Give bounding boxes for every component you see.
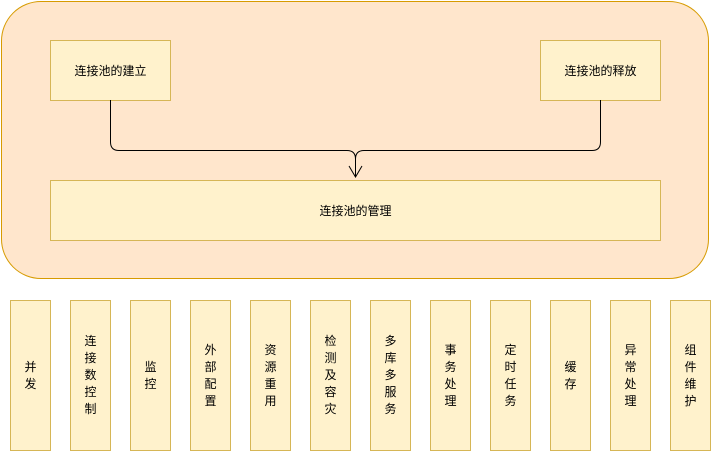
feature-box: 定时任务 bbox=[490, 300, 531, 451]
pool-release-label: 连接池的释放 bbox=[564, 64, 637, 78]
arrow-head-icon bbox=[348, 165, 363, 178]
feature-box: 监控 bbox=[130, 300, 171, 451]
pool-manage-label: 连接池的管理 bbox=[319, 204, 392, 218]
pool-manage-box: 连接池的管理 bbox=[50, 180, 661, 241]
feature-box: 外部配置 bbox=[190, 300, 231, 451]
feature-label: 并发 bbox=[24, 359, 37, 391]
pool-create-label: 连接池的建立 bbox=[74, 64, 147, 78]
feature-box: 资源重用 bbox=[250, 300, 291, 451]
feature-box: 并发 bbox=[10, 300, 51, 451]
feature-label: 外部配置 bbox=[204, 342, 217, 408]
feature-box: 连接数控制 bbox=[70, 300, 111, 451]
pool-release-box: 连接池的释放 bbox=[540, 40, 661, 101]
feature-box: 组件维护 bbox=[670, 300, 711, 451]
feature-label: 连接数控制 bbox=[84, 334, 97, 416]
connector-create bbox=[110, 100, 356, 176]
feature-label: 异常处理 bbox=[624, 342, 637, 408]
feature-box: 检测及容灾 bbox=[310, 300, 351, 451]
feature-label: 事务处理 bbox=[444, 342, 457, 408]
pool-create-box: 连接池的建立 bbox=[50, 40, 171, 101]
feature-label: 定时任务 bbox=[504, 342, 517, 408]
feature-label: 检测及容灾 bbox=[324, 334, 337, 416]
feature-label: 组件维护 bbox=[684, 342, 697, 408]
feature-label: 缓存 bbox=[564, 359, 577, 391]
connector-release bbox=[355, 100, 601, 160]
feature-box: 缓存 bbox=[550, 300, 591, 451]
feature-box: 异常处理 bbox=[610, 300, 651, 451]
feature-label: 资源重用 bbox=[264, 342, 277, 408]
feature-label: 监控 bbox=[144, 359, 157, 391]
feature-box: 多库多服务 bbox=[370, 300, 411, 451]
feature-label: 多库多服务 bbox=[384, 334, 397, 416]
feature-box: 事务处理 bbox=[430, 300, 471, 451]
